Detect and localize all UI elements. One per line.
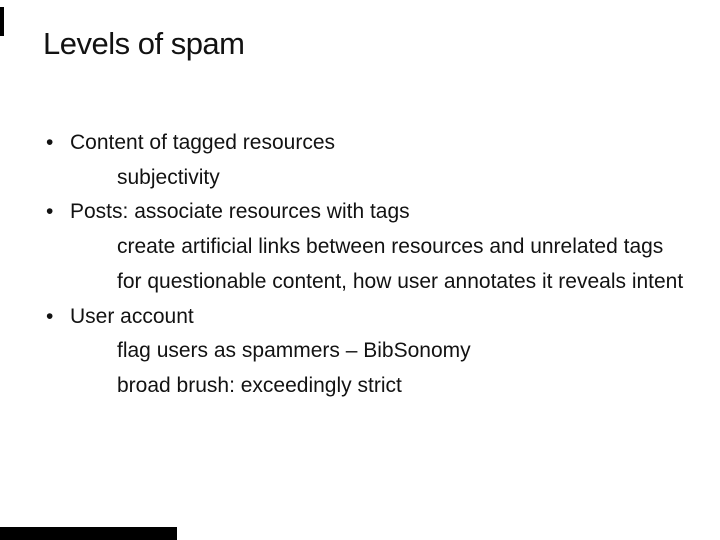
sub-item: subjectivity xyxy=(0,161,720,196)
sub-item-text: flag users as spammers – BibSonomy xyxy=(117,339,471,363)
bullet-item-text: Content of tagged resources xyxy=(70,131,336,154)
bullet-icon: • xyxy=(46,304,54,328)
scan-artifact-left-edge xyxy=(0,7,4,36)
bullet-item-text: Posts: associate resources with tags xyxy=(70,200,410,224)
sub-item-text: create artificial links between resource… xyxy=(117,235,664,259)
sub-item: for questionable content, how user annot… xyxy=(0,265,720,300)
bullet-icon: • xyxy=(46,131,54,154)
sub-item: create artificial links between resource… xyxy=(0,230,720,265)
slide-title: Levels of spam xyxy=(43,26,245,61)
sub-item-text: broad brush: exceedingly strict xyxy=(117,373,402,397)
bullet-item: • Content of tagged resources xyxy=(0,126,720,161)
slide-body: • Content of tagged resources subjectivi… xyxy=(0,126,720,404)
bullet-item-text: User account xyxy=(70,304,194,328)
sub-item: flag users as spammers – BibSonomy xyxy=(0,334,720,369)
bullet-icon: • xyxy=(46,200,54,224)
scan-artifact-bottom-bar xyxy=(0,527,177,540)
sub-item-text: for questionable content, how user annot… xyxy=(117,269,684,293)
bullet-item: • Posts: associate resources with tags xyxy=(0,195,720,230)
sub-item: broad brush: exceedingly strict xyxy=(0,369,720,404)
sub-item-text: subjectivity xyxy=(117,165,220,189)
bullet-item: • User account xyxy=(0,300,720,335)
